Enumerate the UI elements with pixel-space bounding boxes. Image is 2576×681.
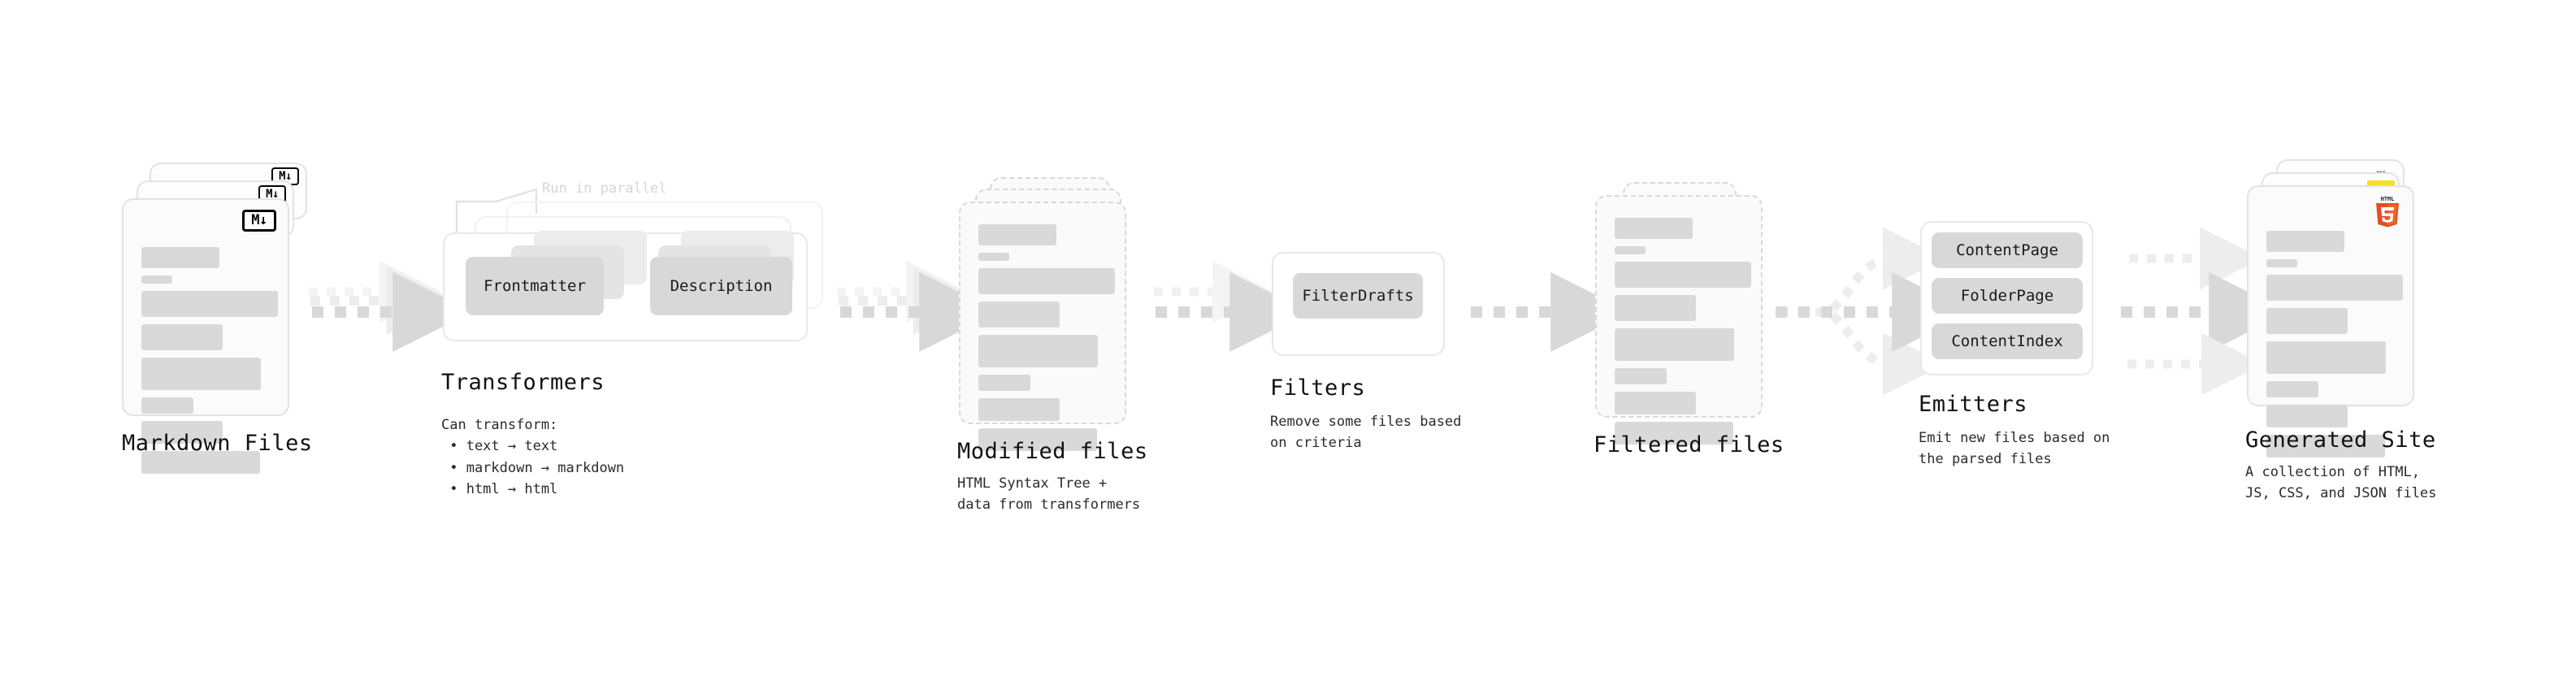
emitter-chip-contentindex-label: ContentIndex xyxy=(1951,332,2063,350)
skeleton-row xyxy=(978,428,1097,451)
stage-title-generated-site: Generated Site xyxy=(2245,427,2436,453)
skeleton-row xyxy=(978,335,1098,367)
skeleton-row xyxy=(141,358,261,390)
skeleton-row xyxy=(2266,435,2385,458)
modified-doc-front xyxy=(959,202,1126,451)
stage-subtitle-generated-site: A collection of HTML, JS, CSS, and JSON … xyxy=(2245,464,2437,502)
markdown-doc-front: M↓ xyxy=(122,198,289,474)
stage-title-markdown-files: Markdown Files xyxy=(122,431,313,456)
stage-markdown-files: M↓ M↓ M↓ Markdown Files xyxy=(122,163,312,474)
filtered-doc-front xyxy=(1595,195,1763,445)
skeleton-row xyxy=(2266,275,2403,301)
skeleton-row xyxy=(141,291,278,317)
transformer-chip-description-label: Description xyxy=(670,277,773,295)
skeleton-row xyxy=(141,275,172,284)
stage-modified-files: Modified files HTML Syntax Tree + data f… xyxy=(957,177,1147,513)
connector-emitters-to-site xyxy=(2121,227,2289,396)
transformer-chip-frontmatter[interactable]: Frontmatter xyxy=(466,257,604,315)
skeleton-row xyxy=(978,301,1060,327)
stage-filters: FilterDrafts Filters Remove some files b… xyxy=(1270,252,1461,451)
emitter-chip-contentpage-label: ContentPage xyxy=(1956,241,2058,259)
skeleton-row xyxy=(1615,262,1751,288)
generated-doc-skeleton xyxy=(2266,231,2403,465)
stage-subtitle-transformers: Can transform: • text → text • markdown … xyxy=(441,417,625,498)
skeleton-row xyxy=(2266,341,2386,374)
skeleton-row xyxy=(141,397,193,414)
skeleton-row xyxy=(1615,422,1733,445)
stage-title-filters: Filters xyxy=(1270,375,1366,401)
skeleton-row xyxy=(1615,218,1693,239)
markdown-file-stack: M↓ M↓ M↓ xyxy=(122,163,309,474)
stage-generated-site: CSS HTML xyxy=(2245,159,2442,501)
skeleton-row xyxy=(978,398,1060,421)
generated-site-stack: CSS HTML xyxy=(2247,159,2442,458)
skeleton-row xyxy=(2266,381,2318,397)
stage-subtitle-emitters: Emit new files based on the parsed files xyxy=(1919,430,2110,468)
stage-subtitle-filters: Remove some files based on criteria xyxy=(1270,414,1462,452)
stage-subtitle-modified-files: HTML Syntax Tree + data from transformer… xyxy=(957,475,1141,514)
skeleton-row xyxy=(2266,231,2344,252)
skeleton-row xyxy=(2266,259,2297,267)
skeleton-row xyxy=(978,268,1115,294)
filter-chip-filterdrafts[interactable]: FilterDrafts xyxy=(1293,273,1423,319)
skeleton-row xyxy=(1615,368,1667,384)
stage-title-transformers: Transformers xyxy=(441,370,605,395)
filtered-doc-skeleton xyxy=(1615,218,1751,452)
stage-transformers: Frontmatter Description Run in parallel … xyxy=(441,180,825,497)
markdown-doc-skeleton xyxy=(141,247,278,481)
stage-title-filtered-files: Filtered files xyxy=(1594,432,1785,458)
skeleton-row xyxy=(1615,295,1696,321)
skeleton-row xyxy=(141,451,260,474)
connector-transformers-to-modified xyxy=(837,260,1000,352)
connector-markdown-to-transformers xyxy=(309,260,473,352)
connector-modified-to-filters xyxy=(1154,260,1310,352)
skeleton-row xyxy=(141,421,223,444)
skeleton-row xyxy=(1615,328,1734,361)
transformer-chip-frontmatter-label: Frontmatter xyxy=(484,277,586,295)
modified-doc-skeleton xyxy=(978,224,1115,458)
modified-file-stack xyxy=(959,177,1146,451)
skeleton-row xyxy=(141,247,219,268)
svg-text:HTML: HTML xyxy=(2381,196,2395,202)
skeleton-row xyxy=(2266,405,2348,427)
emitter-chip-contentpage[interactable]: ContentPage xyxy=(1932,232,2083,268)
connector-filtered-to-emitters xyxy=(1776,227,1972,396)
emitter-chip-contentindex[interactable]: ContentIndex xyxy=(1932,323,2083,359)
stage-title-modified-files: Modified files xyxy=(957,439,1148,464)
skeleton-row xyxy=(1615,246,1646,254)
stage-filtered-files: Filtered files xyxy=(1594,182,1784,458)
emitter-chip-folderpage[interactable]: FolderPage xyxy=(1932,278,2083,314)
skeleton-row xyxy=(978,253,1009,261)
filtered-file-stack xyxy=(1595,182,1782,445)
filter-chip-filterdrafts-label: FilterDrafts xyxy=(1302,287,1414,305)
skeleton-row xyxy=(1615,392,1696,414)
skeleton-row xyxy=(978,224,1056,245)
transformer-chip-description[interactable]: Description xyxy=(650,257,792,315)
stage-title-emitters: Emitters xyxy=(1919,392,2028,417)
markdown-badge: M↓ xyxy=(242,210,276,232)
stage-emitters: ContentPage FolderPage ContentIndex Emit… xyxy=(1919,221,2115,467)
run-in-parallel-note: Run in parallel xyxy=(542,180,667,197)
skeleton-row xyxy=(2266,308,2348,334)
skeleton-row xyxy=(141,324,223,350)
generated-doc-front: HTML xyxy=(2247,185,2414,458)
emitter-chip-folderpage-label: FolderPage xyxy=(1960,287,2054,305)
skeleton-row xyxy=(978,375,1030,391)
html5-badge: HTML xyxy=(2376,196,2399,228)
